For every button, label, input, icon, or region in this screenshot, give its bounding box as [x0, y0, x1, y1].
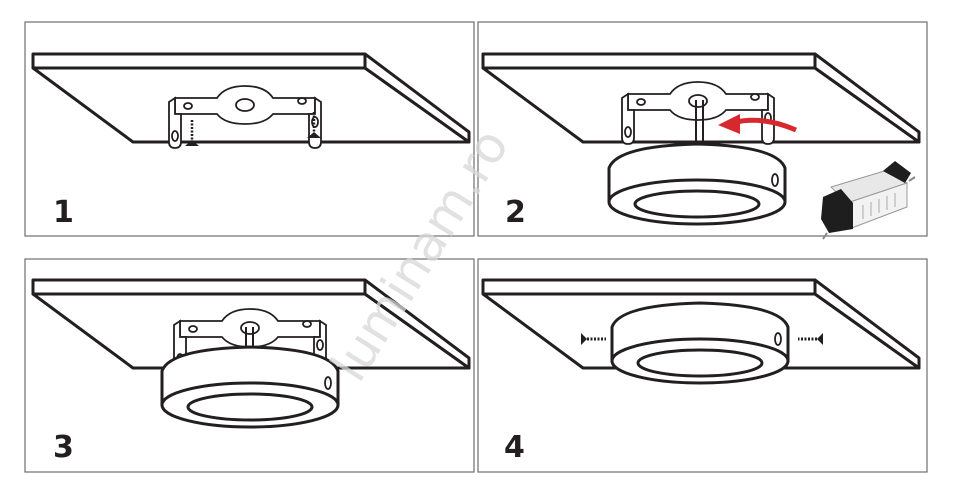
step-panel-1: 1 — [24, 21, 475, 237]
step-number: 4 — [504, 430, 525, 465]
light-fixture — [607, 142, 787, 226]
arrow-head — [718, 114, 740, 134]
screw-icon — [581, 333, 606, 345]
red-arrow-icon — [735, 117, 797, 133]
power-cable — [695, 100, 704, 142]
screw-icon — [185, 120, 199, 146]
led-driver-icon — [821, 161, 916, 240]
step-number: 3 — [53, 430, 74, 465]
light-fixture — [160, 345, 340, 429]
step-panel-3: 3 — [24, 258, 475, 473]
screw-icon — [307, 112, 321, 138]
step-panel-2: 2 — [477, 21, 928, 240]
step-panel-4: 4 — [477, 258, 928, 473]
step-number: 1 — [53, 195, 74, 230]
light-fixture — [610, 301, 790, 385]
screw-icon — [798, 333, 823, 345]
step-number: 2 — [505, 195, 526, 230]
